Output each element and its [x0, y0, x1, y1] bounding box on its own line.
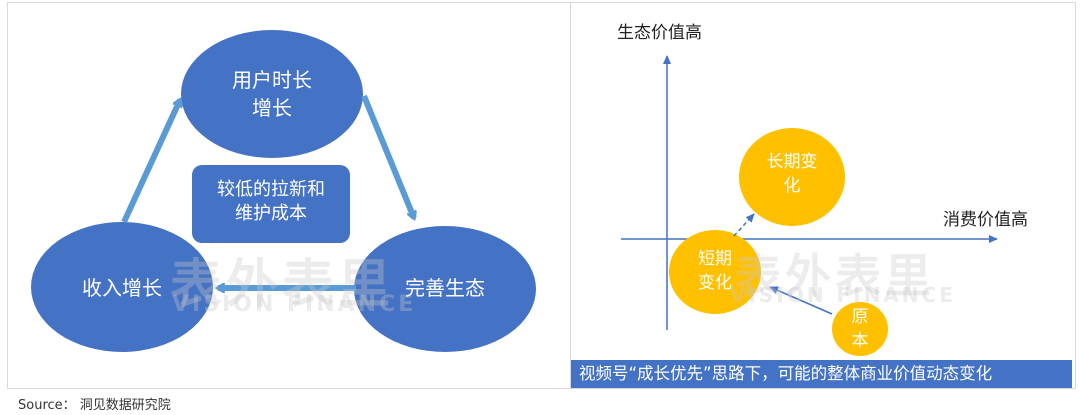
- node-ecosystem: [354, 226, 536, 352]
- right-caption: 视频号“成长优先”思路下，可能的整体商业价值动态变化: [571, 360, 1072, 388]
- dashed-arrow-short-to-long: [733, 213, 755, 237]
- node-ecosystem-label: 完善生态: [405, 276, 485, 300]
- bubble-original-label: 原 本: [851, 307, 869, 351]
- source-note: Source： 洞见数据研究院: [18, 398, 171, 413]
- y-axis-label: 生态价值高: [617, 23, 702, 43]
- bubble-short-term-label: 短期 变化: [698, 249, 732, 293]
- arrow-revenue-to-time: [121, 100, 180, 224]
- arrow-original-to-short: [769, 286, 833, 315]
- center-box: [192, 165, 350, 243]
- bubble-long-term: [739, 128, 845, 226]
- node-revenue: [31, 222, 213, 352]
- right-panel: [570, 2, 1076, 389]
- bubble-long-term-label: 长期变 化: [766, 152, 818, 196]
- node-revenue-label: 收入增长: [82, 276, 162, 300]
- x-axis-label: 消费价值高: [943, 210, 1028, 230]
- bubble-short-term: [669, 230, 761, 314]
- center-box-label: 较低的拉新和 维护成本: [217, 179, 325, 224]
- arrow-time-to-ecosystem: [361, 94, 414, 218]
- bubble-original: [832, 302, 888, 356]
- node-user-time-label: 用户时长 增长: [232, 68, 312, 120]
- node-user-time: [181, 30, 363, 158]
